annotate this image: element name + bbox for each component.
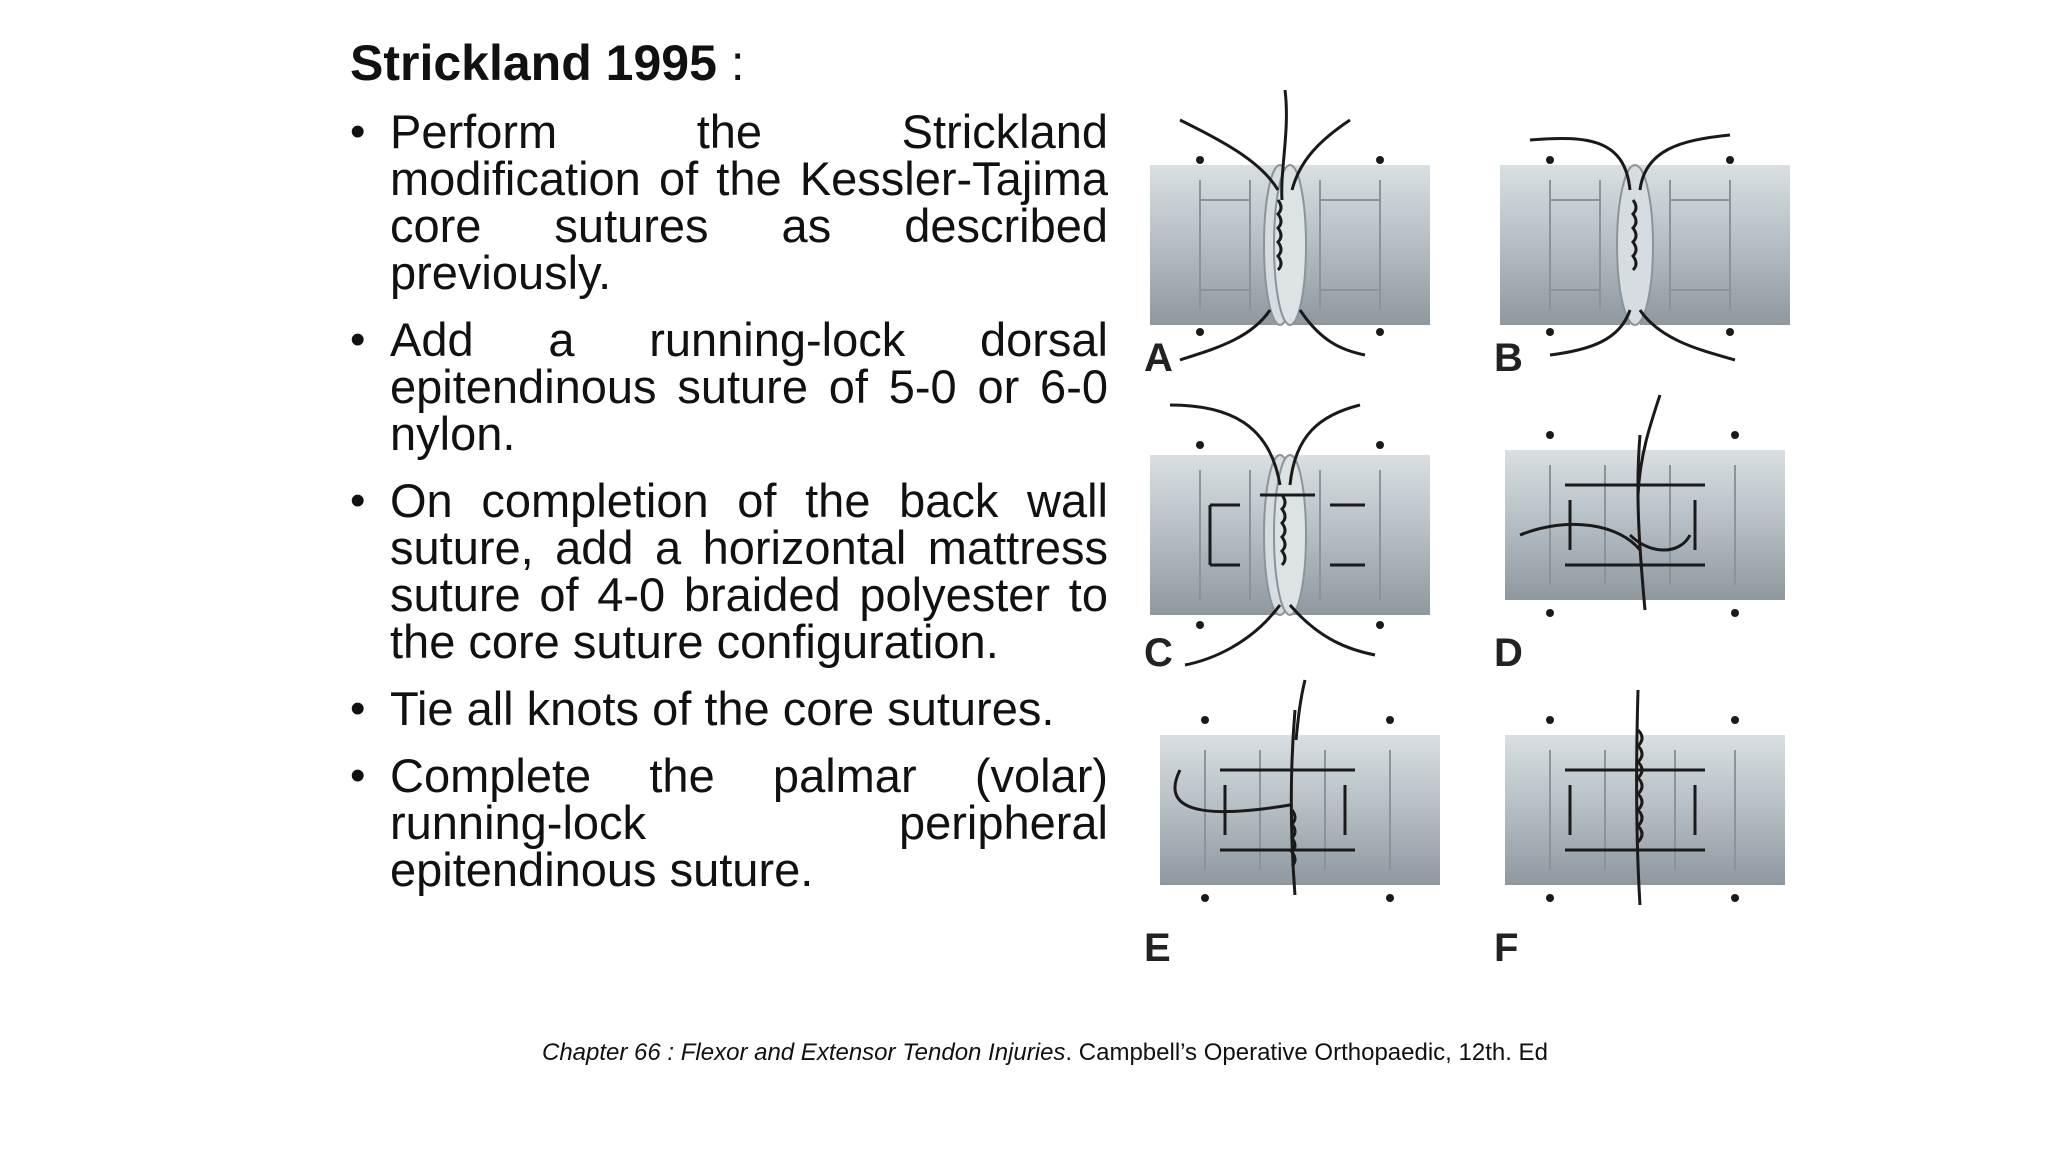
bullet-text: Tie all knots of the core sutures. [390,682,1055,735]
bullet-dot-icon: • [350,476,366,525]
citation-separator: . [1065,1039,1079,1066]
figure-panel-d: D [1490,375,1810,675]
figure-panel-a: A [1140,80,1460,380]
bullet-dot-icon: • [350,315,366,364]
bullet-dot-icon: • [350,107,366,156]
citation-chapter: Chapter 66 : Flexor and Extensor Tendon … [542,1039,1066,1066]
tendon-diagram-b [1500,133,1790,362]
figure-panel-e: E [1140,670,1460,970]
bullet-item: • Complete the palmar (volar) running-lo… [348,752,1108,893]
bullet-dot-icon: • [350,684,366,733]
bullet-text: Complete the palmar (volar) running-lock… [390,749,1108,896]
bullet-dot-icon: • [350,751,366,800]
bullet-item: • On completion of the back wall suture,… [348,477,1108,665]
tendon-diagram-a [1150,89,1430,362]
figure-panel-c: C [1140,375,1460,675]
bullet-item: • Perform the Strickland modification of… [348,108,1108,296]
bullet-text: On completion of the back wall suture, a… [390,474,1108,668]
bullet-text: Perform the Strickland modification of t… [390,105,1108,299]
figure-panel-f: F [1490,670,1810,970]
panel-label: E [1144,926,1171,970]
suture-technique-figure: A B [1140,80,1800,990]
panel-label: B [1494,336,1523,380]
figure-panel-b: B [1490,80,1810,380]
citation: Chapter 66 : Flexor and Extensor Tendon … [542,1038,1548,1068]
slide-title: Strickland 1995 : [350,32,745,94]
tendon-diagram-e [1160,679,1440,902]
panel-label: A [1144,336,1173,380]
bullet-text: Add a running-lock dorsal epitendinous s… [390,313,1108,460]
panel-label: C [1144,631,1173,675]
panel-label: F [1494,926,1519,970]
panel-label: D [1494,631,1523,675]
tendon-diagram-d [1505,394,1785,617]
bullet-item: • Tie all knots of the core sutures. [348,685,1108,732]
title-bold: Strickland 1995 [350,35,717,91]
tendon-diagram-c [1150,403,1430,667]
title-rest: : [716,35,745,91]
bullet-list: • Perform the Strickland modification of… [348,108,1108,913]
bullet-item: • Add a running-lock dorsal epitendinous… [348,316,1108,457]
citation-source: Campbell’s Operative Orthopaedic, 12th. … [1078,1039,1548,1066]
tendon-diagram-f [1505,689,1785,906]
